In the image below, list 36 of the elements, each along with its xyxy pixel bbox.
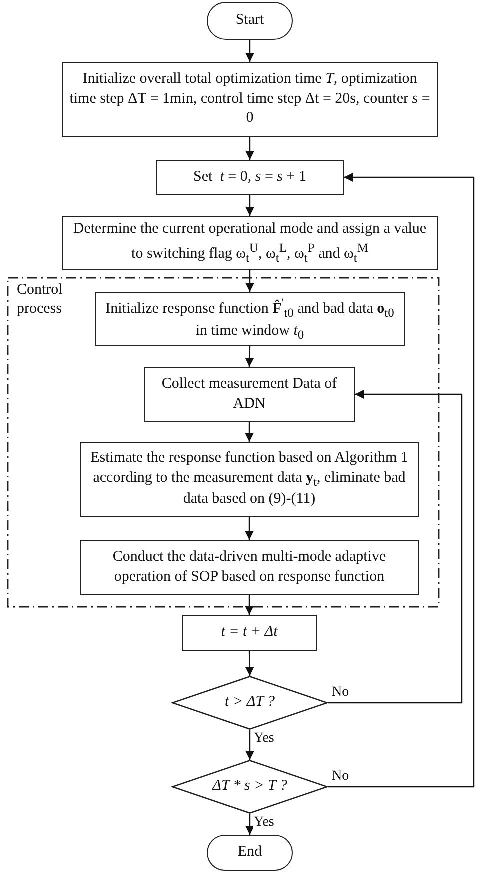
node-text: t > ΔT ?	[225, 693, 275, 712]
process-box	[182, 615, 317, 651]
decision-diamond	[172, 760, 328, 814]
arrow	[245, 422, 254, 442]
arrow	[328, 390, 463, 704]
arrow	[328, 173, 475, 788]
arrow	[246, 137, 254, 160]
node-text: Collect measurement Data of ADN	[160, 375, 338, 414]
edge-label: Yes	[253, 815, 276, 831]
arrow	[245, 650, 254, 676]
process-box	[62, 216, 438, 270]
dashed-group-frame	[7, 277, 440, 608]
arrow	[245, 595, 254, 615]
node-text: End	[238, 843, 262, 862]
process-box	[80, 540, 419, 595]
decision-diamond	[172, 676, 328, 730]
node-text: Initialize overall total optimization time T, optimization time step ΔT = 1min, control time step Δt = 20s, counter s = 0	[69, 70, 431, 128]
process-box	[80, 442, 419, 517]
arrow	[246, 195, 254, 216]
process-box	[95, 292, 405, 346]
process-box	[144, 367, 355, 422]
node-text: Start	[236, 11, 264, 30]
process-box	[156, 160, 344, 195]
node-text: ΔT * s > T ?	[212, 777, 288, 796]
arrow	[246, 40, 254, 62]
arrow	[246, 730, 254, 760]
node-text: Conduct the data-driven multi-mode adaptive operation of SOP based on response function	[112, 548, 388, 586]
arrow	[246, 814, 254, 835]
node-text: t = t + Δt	[221, 623, 278, 642]
node-text: Estimate the response function based on Algorithm 1 according to the measurement data y$_{t}$, eliminate bad data based on (9)-(11)	[90, 449, 410, 510]
node-text: Initialize response function F̂$^{'}$$_{t0}$ and bad data o$_{t0}$ in time window t$_{0}$	[104, 295, 396, 343]
arrow	[246, 270, 254, 292]
process-box	[62, 62, 438, 137]
arrow	[245, 346, 254, 368]
node-text: Set t = 0, s = s + 1	[194, 168, 306, 187]
arrow	[245, 517, 254, 540]
